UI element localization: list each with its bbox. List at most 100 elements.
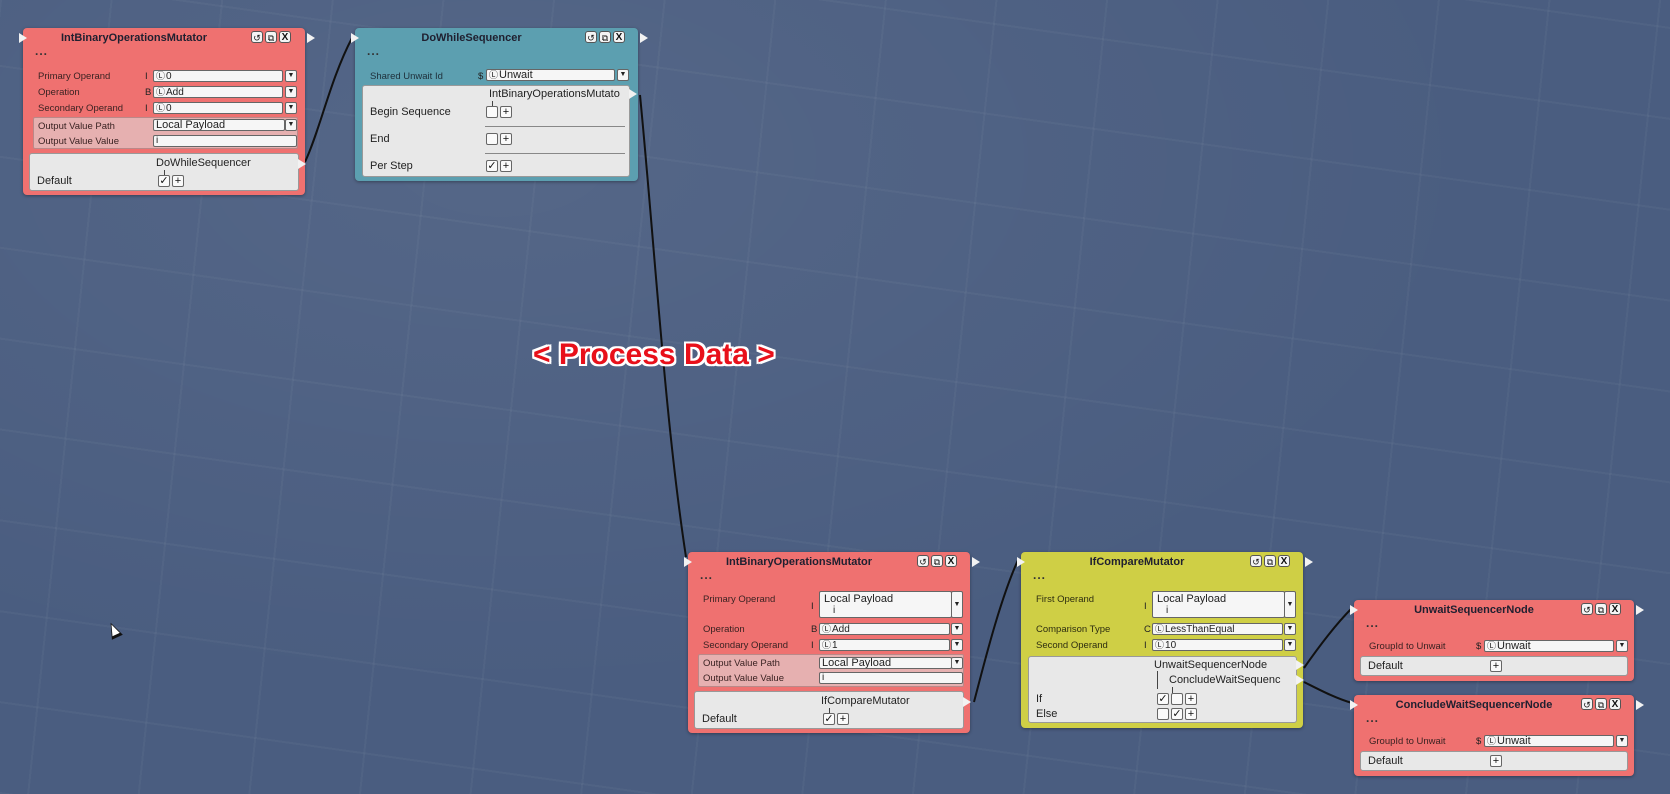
node-conclude-wait-sequencer[interactable]: ConcludeWaitSequencerNode ↺ ⧉ X ... Grou… [1350, 695, 1644, 776]
comparison-type-field[interactable]: ⓁLessThanEqual [1152, 623, 1283, 635]
shared-unwait-id-field[interactable]: ⓁUnwait [486, 69, 615, 81]
default-checkbox[interactable]: ✓ [158, 175, 170, 187]
close-icon[interactable]: X [279, 31, 291, 43]
refresh-icon[interactable]: ↺ [1581, 603, 1593, 615]
more-options[interactable]: ... [1033, 568, 1047, 582]
refresh-icon[interactable]: ↺ [917, 555, 929, 567]
default-add-button[interactable]: + [172, 175, 184, 187]
operation-dropdown[interactable]: ▼ [951, 623, 963, 635]
default-checkbox[interactable]: ✓ [823, 713, 835, 725]
else-add-button[interactable]: + [1185, 708, 1197, 720]
else-checkbox-1[interactable] [1157, 708, 1169, 720]
output-port[interactable] [640, 33, 648, 43]
output-port[interactable] [1636, 700, 1644, 710]
expand-icon[interactable]: ⧉ [1264, 555, 1276, 567]
more-options[interactable]: ... [367, 44, 381, 58]
output-value-value-field[interactable]: i [819, 672, 963, 684]
input-port[interactable] [19, 33, 27, 43]
per-step-add-button[interactable]: + [500, 160, 512, 172]
begin-sequence-add-button[interactable]: + [500, 106, 512, 118]
first-operand-dropdown[interactable]: ▼ [1284, 591, 1296, 618]
if-add-button[interactable]: + [1185, 693, 1197, 705]
primary-operand-dropdown[interactable]: ▼ [951, 591, 963, 618]
first-operand-field[interactable]: Local Payload i [1152, 591, 1285, 618]
refresh-icon[interactable]: ↺ [585, 31, 597, 43]
link-tick [164, 170, 165, 176]
more-options[interactable]: ... [35, 44, 49, 58]
output-value-path-dropdown[interactable]: ▼ [285, 119, 297, 131]
operation-field[interactable]: ⓁAdd [153, 86, 283, 98]
close-icon[interactable]: X [945, 555, 957, 567]
secondary-operand-dropdown[interactable]: ▼ [285, 102, 297, 114]
more-options[interactable]: ... [1366, 616, 1380, 630]
output-port[interactable] [1636, 605, 1644, 615]
node-do-while-sequencer[interactable]: DoWhileSequencer ↺ ⧉ X ... Shared Unwait… [351, 28, 648, 181]
groupid-dropdown[interactable]: ▼ [1616, 735, 1628, 747]
if-checkbox-2[interactable] [1171, 693, 1183, 705]
operation-type: B [145, 87, 152, 98]
second-operand-dropdown[interactable]: ▼ [1284, 639, 1296, 651]
secondary-operand-field[interactable]: Ⓛ1 [819, 639, 950, 651]
divider [485, 153, 625, 154]
output-port[interactable] [1305, 557, 1313, 567]
input-port[interactable] [684, 557, 692, 567]
node-if-compare-mutator[interactable]: IfCompareMutator ↺ ⧉ X ... First Operand… [1017, 552, 1313, 728]
default-add-button[interactable]: + [1490, 755, 1502, 767]
close-icon[interactable]: X [1609, 603, 1621, 615]
expand-icon[interactable]: ⧉ [265, 31, 277, 43]
more-options[interactable]: ... [700, 568, 714, 582]
primary-operand-field[interactable]: Local Payload i [819, 591, 952, 618]
node-unwait-sequencer[interactable]: UnwaitSequencerNode ↺ ⧉ X ... GroupId to… [1350, 600, 1644, 681]
second-operand-field[interactable]: Ⓛ10 [1152, 639, 1283, 651]
node-int-binary-operations-mutator-top[interactable]: IntBinaryOperationsMutator ↺ ⧉ X ... Pri… [19, 28, 315, 195]
groupid-field[interactable]: ⓁUnwait [1484, 640, 1614, 652]
begin-sequence-checkbox[interactable] [486, 106, 498, 118]
primary-operand-field[interactable]: Ⓛ0 [153, 70, 283, 82]
branch-output-port[interactable] [298, 159, 306, 169]
else-checkbox-2[interactable]: ✓ [1171, 708, 1183, 720]
comparison-type-dropdown[interactable]: ▼ [1284, 623, 1296, 635]
close-icon[interactable]: X [1278, 555, 1290, 567]
output-value-value-field[interactable]: i [153, 135, 297, 147]
operation-field[interactable]: ⓁAdd [819, 623, 950, 635]
end-checkbox[interactable] [486, 133, 498, 145]
per-step-checkbox[interactable]: ✓ [486, 160, 498, 172]
primary-operand-type: I [145, 71, 148, 82]
expand-icon[interactable]: ⧉ [599, 31, 611, 43]
if-checkbox-1[interactable]: ✓ [1157, 693, 1169, 705]
branch-output-port[interactable] [963, 697, 971, 707]
end-add-button[interactable]: + [500, 133, 512, 145]
secondary-operand-dropdown[interactable]: ▼ [951, 639, 963, 651]
primary-operand-dropdown[interactable]: ▼ [285, 70, 297, 82]
output-port[interactable] [972, 557, 980, 567]
output-value-path-field[interactable]: Local Payload [153, 119, 285, 131]
node-int-binary-operations-mutator-bottom[interactable]: IntBinaryOperationsMutator ↺ ⧉ X ... Pri… [684, 552, 980, 733]
secondary-operand-field[interactable]: Ⓛ0 [153, 102, 283, 114]
input-port[interactable] [1017, 557, 1025, 567]
output-value-path-field[interactable]: Local Payload [819, 657, 952, 669]
output-value-path-dropdown[interactable]: ▼ [951, 657, 963, 669]
value-icon: Ⓛ [822, 640, 832, 650]
close-icon[interactable]: X [1609, 698, 1621, 710]
more-options[interactable]: ... [1366, 711, 1380, 725]
expand-icon[interactable]: ⧉ [1595, 698, 1607, 710]
output-port[interactable] [307, 33, 315, 43]
default-add-button[interactable]: + [837, 713, 849, 725]
branch-output-port-2[interactable] [1296, 675, 1304, 685]
input-port[interactable] [1350, 605, 1358, 615]
refresh-icon[interactable]: ↺ [251, 31, 263, 43]
default-add-button[interactable]: + [1490, 660, 1502, 672]
expand-icon[interactable]: ⧉ [1595, 603, 1607, 615]
groupid-field[interactable]: ⓁUnwait [1484, 735, 1614, 747]
shared-unwait-id-dropdown[interactable]: ▼ [617, 69, 629, 81]
branch-output-port-1[interactable] [1296, 660, 1304, 670]
operation-dropdown[interactable]: ▼ [285, 86, 297, 98]
groupid-dropdown[interactable]: ▼ [1616, 640, 1628, 652]
input-port[interactable] [351, 33, 359, 43]
refresh-icon[interactable]: ↺ [1581, 698, 1593, 710]
branch-output-port[interactable] [629, 89, 637, 99]
input-port[interactable] [1350, 700, 1358, 710]
refresh-icon[interactable]: ↺ [1250, 555, 1262, 567]
close-icon[interactable]: X [613, 31, 625, 43]
expand-icon[interactable]: ⧉ [931, 555, 943, 567]
